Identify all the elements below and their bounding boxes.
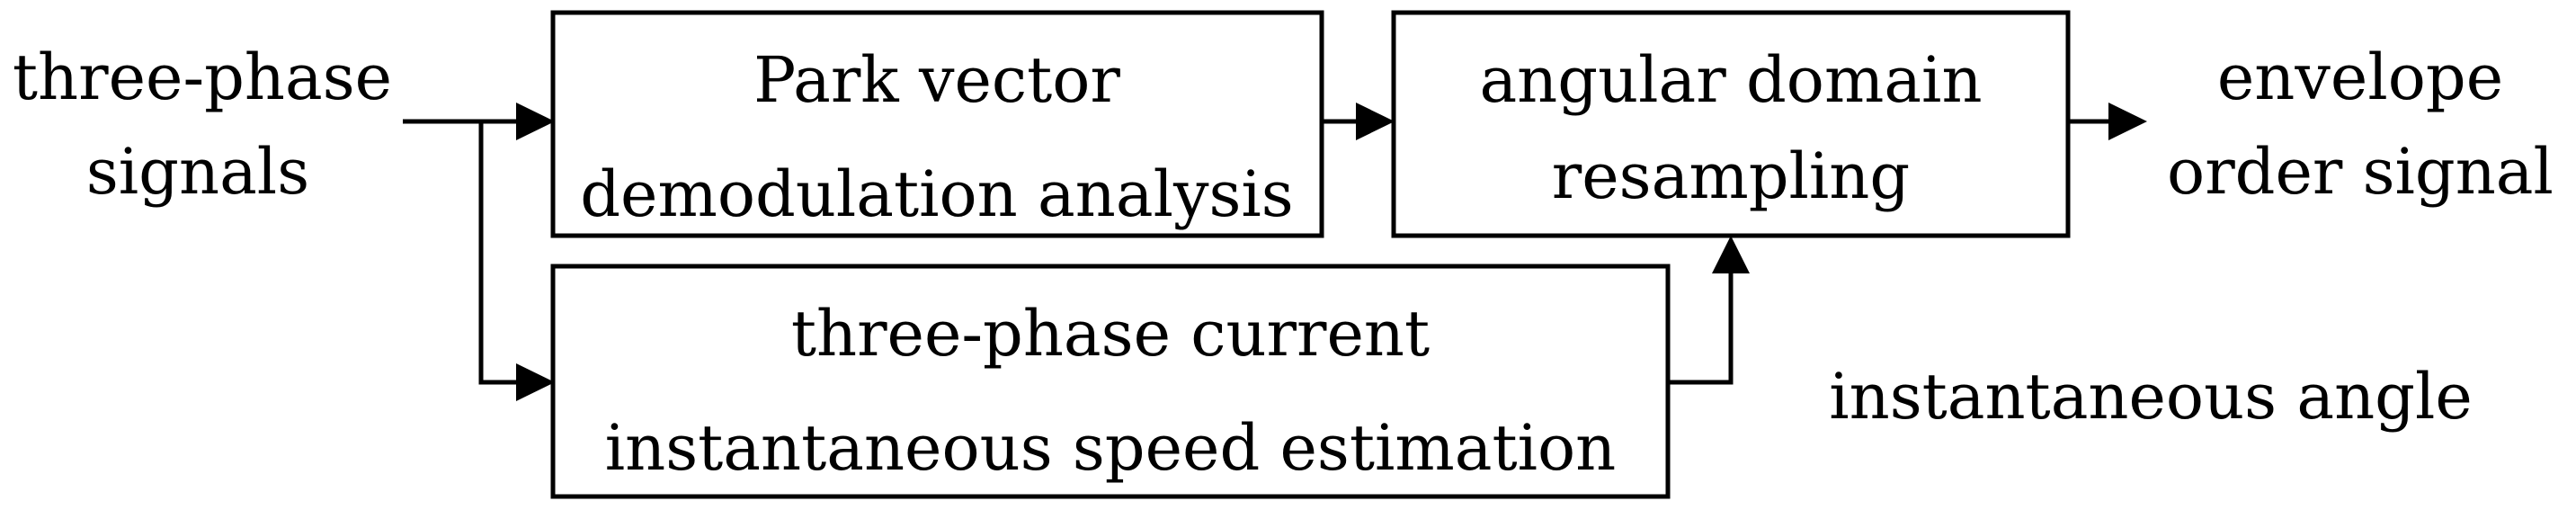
resampling-box-frame — [1391, 10, 2071, 238]
input-label: three-phase signals — [13, 40, 392, 209]
instantaneous-angle-label: instantaneous angle — [1829, 360, 2473, 434]
input-to-park-arrowhead — [516, 103, 555, 140]
speed-estimation-box: three-phase current instantaneous speed … — [550, 264, 1671, 499]
speed-to-resampling-line — [1668, 273, 1734, 385]
speed-estimation-box-line1: three-phase current — [791, 297, 1430, 371]
resampling-box-line1: angular domain — [1479, 43, 1982, 117]
park-vector-box: Park vector demodulation analysis — [550, 10, 1324, 238]
output-label: envelope order signal — [2167, 40, 2554, 209]
resampling-box: angular domain resampling — [1391, 10, 2071, 238]
output-label-line1: envelope — [2217, 40, 2503, 114]
park-vector-box-frame — [550, 10, 1324, 238]
speed-estimation-box-line2: instantaneous speed estimation — [605, 411, 1616, 485]
input-to-speed-arrowhead — [516, 363, 555, 401]
input-label-line1: three-phase — [13, 40, 392, 114]
speed-to-resampling-arrowhead — [1712, 236, 1750, 273]
connectors — [403, 103, 2147, 401]
resampling-box-line2: resampling — [1552, 139, 1910, 213]
park-vector-box-line1: Park vector — [753, 43, 1120, 117]
park-vector-box-line2: demodulation analysis — [580, 157, 1293, 231]
speed-estimation-box-frame — [550, 264, 1671, 499]
input-label-line2: signals — [86, 135, 309, 209]
output-label-line2: order signal — [2167, 135, 2554, 209]
input-to-speed-line — [478, 121, 516, 385]
resampling-to-output-arrowhead — [2108, 103, 2147, 140]
park-to-resampling-arrowhead — [1356, 103, 1395, 140]
